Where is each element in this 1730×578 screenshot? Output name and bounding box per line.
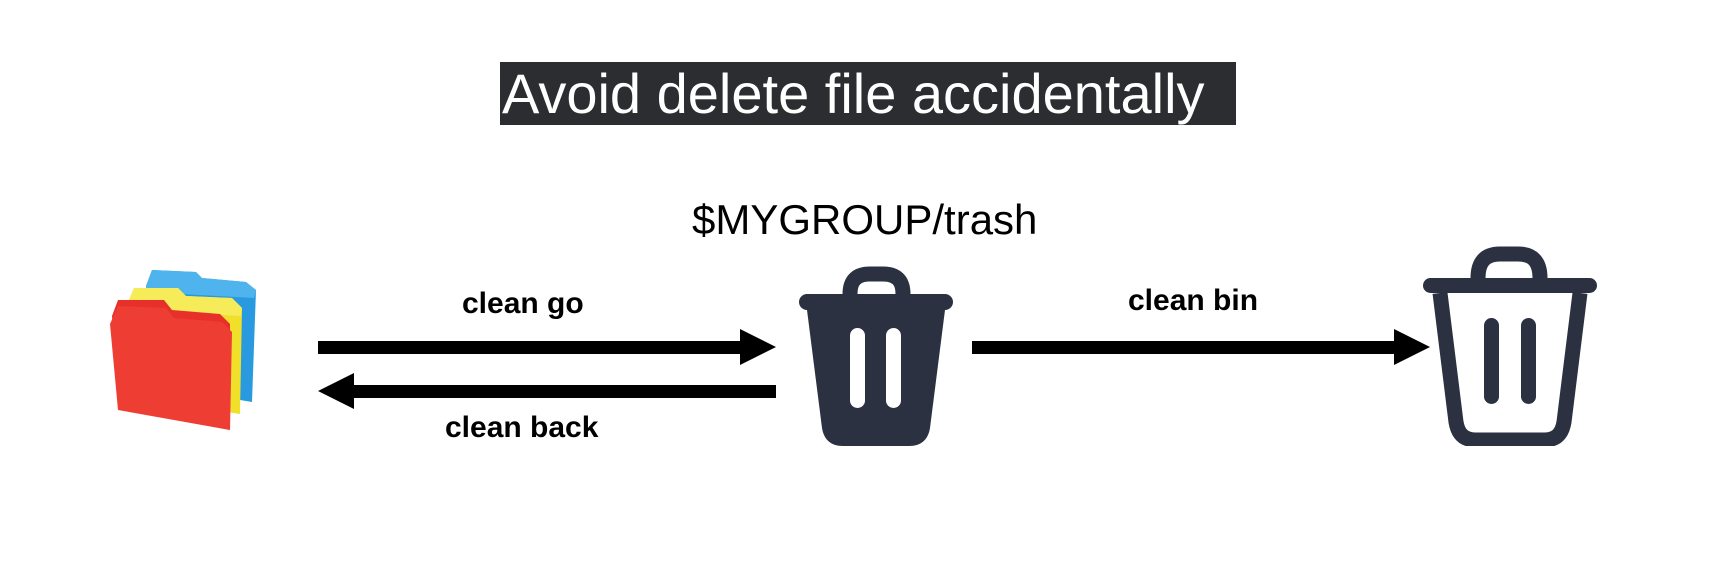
red-folder (110, 300, 232, 430)
trash-filled-icon (799, 266, 953, 446)
arrow-clean-back (318, 373, 776, 409)
diagram-title: Avoid delete file accidentally (500, 62, 1236, 125)
trash-outline-icon (1423, 246, 1597, 446)
arrow-clean-bin (972, 329, 1430, 365)
trash-location-label: $MYGROUP/trash (692, 196, 1038, 243)
clean-go-label: clean go (462, 287, 584, 320)
folders-icon (110, 270, 256, 430)
arrow-clean-go (318, 329, 776, 365)
clean-back-label: clean back (445, 411, 599, 444)
clean-bin-label: clean bin (1128, 284, 1259, 317)
